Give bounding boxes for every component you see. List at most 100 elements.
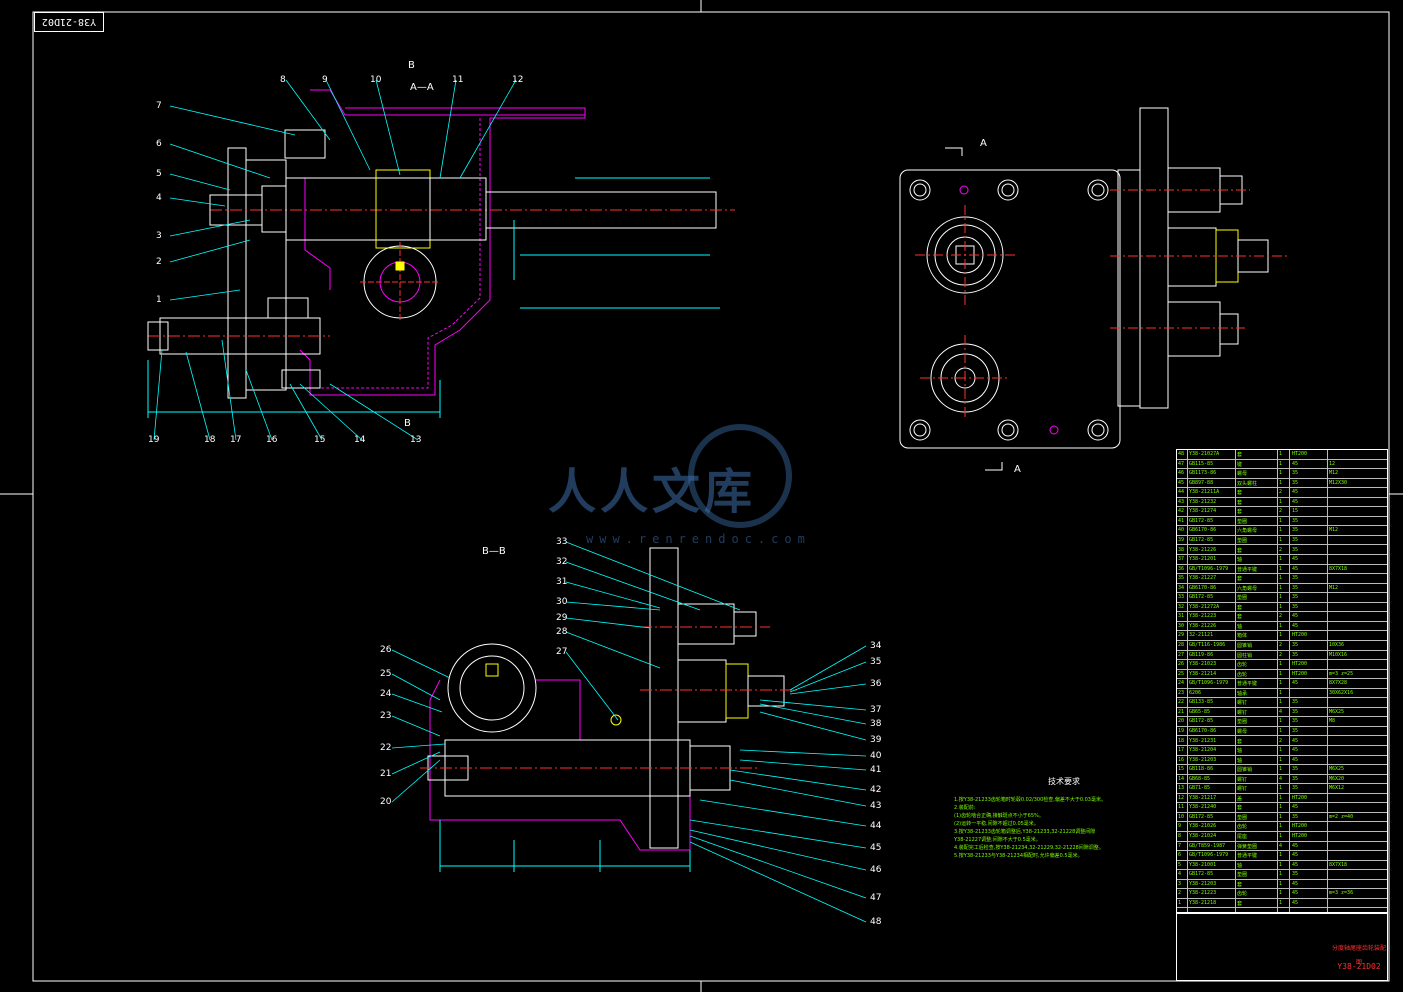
callout-label: 29 xyxy=(556,613,568,623)
callout-leader xyxy=(689,835,867,899)
bom-cell-mat: 45 xyxy=(1292,613,1299,620)
bom-cell-no: 25 xyxy=(1178,670,1185,677)
tech-note-line: 3.按Y38-21233齿轮箱调整后,Y38-21233,32-21228调整间… xyxy=(954,829,1096,835)
callout-leader xyxy=(391,743,446,749)
bom-cell-qty: 1 xyxy=(1279,766,1283,773)
callout-leader xyxy=(729,779,867,807)
bom-cell-name: 套 xyxy=(1237,490,1243,497)
bom-cell-code: Y38-21232 xyxy=(1189,498,1217,505)
callout-label: 46 xyxy=(870,865,882,875)
callout-leader xyxy=(759,703,867,725)
bom-cell-mat: 45 xyxy=(1292,804,1299,811)
bom-cell-no: 48 xyxy=(1178,451,1185,457)
callout-label: 28 xyxy=(556,627,568,637)
view-bb-section xyxy=(420,547,800,872)
bom-cell-no: 24 xyxy=(1178,680,1185,687)
callout-leader xyxy=(153,349,163,441)
bom-cell-qty: 2 xyxy=(1279,489,1283,496)
bom-cell-no: 20 xyxy=(1178,718,1185,725)
bom-cell-code: GB6170-86 xyxy=(1189,584,1217,591)
callout-label: 42 xyxy=(870,785,881,795)
view-title-bb: B—B xyxy=(482,546,506,557)
bom-cell-name: 齿轮 xyxy=(1237,891,1248,898)
callout-leader xyxy=(789,661,867,693)
callout-leader xyxy=(169,197,226,207)
callout-label: 37 xyxy=(870,705,881,715)
bom-cell-qty: 1 xyxy=(1279,852,1283,859)
bom-cell-no: 37 xyxy=(1178,556,1185,563)
callout-leader xyxy=(169,173,231,191)
bom-cell-no: 27 xyxy=(1178,651,1185,658)
bom-cell-name: 套 xyxy=(1237,499,1243,506)
callout-leader xyxy=(391,751,441,775)
bom-cell-qty: 1 xyxy=(1279,632,1283,639)
callout-label: 34 xyxy=(870,641,882,651)
callout-label: 35 xyxy=(870,657,881,667)
bom-cell-mat: 35 xyxy=(1292,871,1299,878)
callout-leader xyxy=(285,79,331,141)
callout-label: 22 xyxy=(380,743,391,753)
bom-cell-code: GB118-86 xyxy=(1189,766,1214,773)
bom-cell-name: 套 xyxy=(1237,509,1243,516)
bom-cell-name: 圆柱销 xyxy=(1237,652,1253,659)
callout-leader xyxy=(689,841,867,923)
bom-cell-qty: 1 xyxy=(1279,890,1283,897)
bom-cell-code: Y38-21223 xyxy=(1189,613,1217,620)
tech-note-line: (2)运转一平稳,间隙不超过0.05毫米。 xyxy=(954,821,1039,827)
bom-cell-mat: 45 xyxy=(1292,861,1299,868)
tech-note-line: 1.按Y38-21233齿轮箱时轮毂0.02/300检查,偏差不大于0.03毫米… xyxy=(954,797,1106,803)
bom-cell-qty: 1 xyxy=(1279,556,1283,563)
bom-cell-qty: 1 xyxy=(1279,479,1283,486)
bom-cell-no: 14 xyxy=(1178,775,1185,782)
bom-cell-qty: 1 xyxy=(1279,527,1283,534)
bom-cell-mat: HT200 xyxy=(1292,670,1308,677)
bom-cell-name: 垫圈 xyxy=(1237,719,1248,726)
bom-cell-code: GB68-85 xyxy=(1189,775,1211,782)
callout-label: 39 xyxy=(870,735,882,745)
bom-cell-mat: 45 xyxy=(1292,460,1299,467)
bom-cell-no: 26 xyxy=(1178,661,1185,668)
bom-cell-no: 42 xyxy=(1178,508,1185,515)
bom-cell-note: M6X25 xyxy=(1329,766,1345,773)
bom-cell-code: GB1173-86 xyxy=(1189,470,1217,477)
bom-cell-code: Y38-21211A xyxy=(1189,489,1220,496)
bom-cell-qty: 1 xyxy=(1279,565,1283,572)
callout-label: 31 xyxy=(556,577,567,587)
bom-cell-no: 43 xyxy=(1178,498,1185,505)
bom-cell-no: 44 xyxy=(1178,489,1185,496)
callout-leader xyxy=(169,289,241,301)
tech-note-line: 5.按Y38-21233与Y38-21234相配时,允许偏差0.5毫米。 xyxy=(954,853,1083,859)
callout-leader xyxy=(565,541,741,611)
view-title-section-b-top: B xyxy=(408,60,415,71)
bom-cell-name: 普通平键 xyxy=(1237,681,1258,688)
bom-cell-note: 10X36 xyxy=(1329,642,1345,648)
bom-cell-mat: 45 xyxy=(1292,747,1299,754)
callout-label: 33 xyxy=(556,537,567,547)
bom-cell-note: 8X7X18 xyxy=(1329,861,1348,868)
bom-cell-name: 尾座 xyxy=(1237,834,1248,840)
bom-cell-qty: 1 xyxy=(1279,718,1283,725)
bom-cell-qty: 1 xyxy=(1279,794,1283,801)
bom-cell-qty: 1 xyxy=(1279,584,1283,591)
bom-cell-code: GB133-85 xyxy=(1189,699,1214,706)
bom-cell-mat: 35 xyxy=(1292,775,1299,782)
bom-cell-note: M12 xyxy=(1329,527,1339,534)
bom-cell-qty: 2 xyxy=(1279,651,1283,658)
callout-label: 30 xyxy=(556,597,568,607)
bom-cell-mat: 45 xyxy=(1292,622,1299,629)
